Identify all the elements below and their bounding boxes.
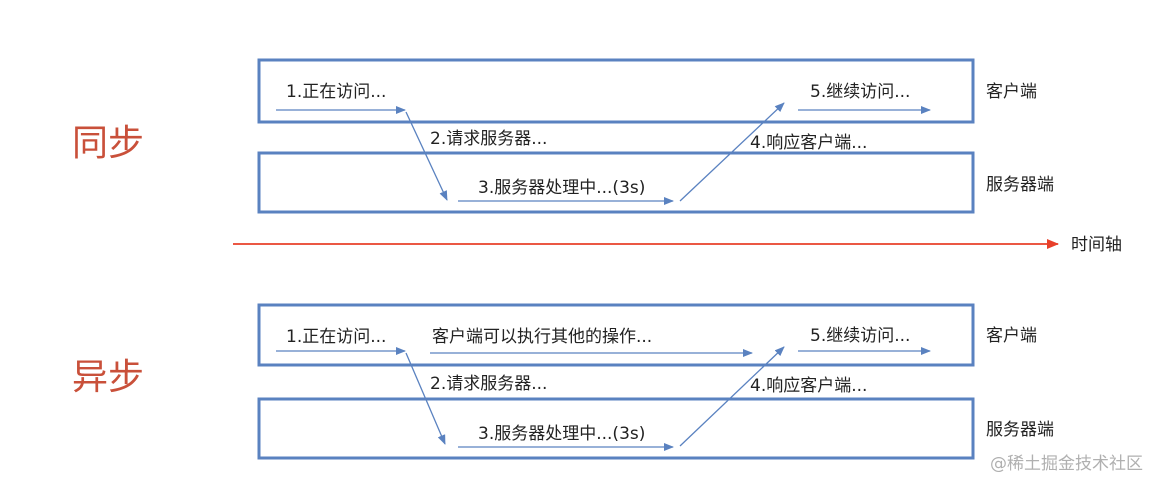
sync-step-processing: 3.服务器处理中...(3s)	[478, 178, 645, 198]
sync-server-label: 服务器端	[986, 175, 1054, 195]
async-step-processing: 3.服务器处理中...(3s)	[478, 424, 645, 444]
sync-server-box	[257, 151, 975, 214]
sync-client-label: 客户端	[986, 82, 1037, 102]
sync-title: 同步	[72, 123, 144, 164]
async-client-other-ops: 客户端可以执行其他的操作...	[432, 327, 652, 347]
async-client-box	[257, 303, 975, 367]
sync-client-box	[257, 58, 975, 124]
sync-step-respond: 4.响应客户端...	[750, 133, 867, 153]
sync-step-continue: 5.继续访问...	[810, 82, 910, 102]
sync-arrow-request	[405, 111, 448, 201]
async-server-label: 服务器端	[986, 420, 1054, 440]
watermark: @稀土掘金技术社区	[990, 454, 1143, 474]
sync-arrow-respond	[679, 102, 785, 202]
async-arrow-request	[405, 352, 446, 445]
async-step-respond: 4.响应客户端...	[750, 376, 867, 396]
sync-step-request: 2.请求服务器...	[430, 129, 547, 149]
sync-step-accessing: 1.正在访问...	[286, 82, 386, 102]
async-step-continue: 5.继续访问...	[810, 326, 910, 346]
async-step-accessing: 1.正在访问...	[286, 327, 386, 347]
timeline-label: 时间轴	[1071, 235, 1122, 255]
async-arrow-respond	[679, 346, 785, 447]
async-title: 异步	[72, 357, 144, 398]
async-server-box	[257, 397, 975, 460]
async-client-label: 客户端	[986, 326, 1037, 346]
async-step-request: 2.请求服务器...	[430, 374, 547, 394]
